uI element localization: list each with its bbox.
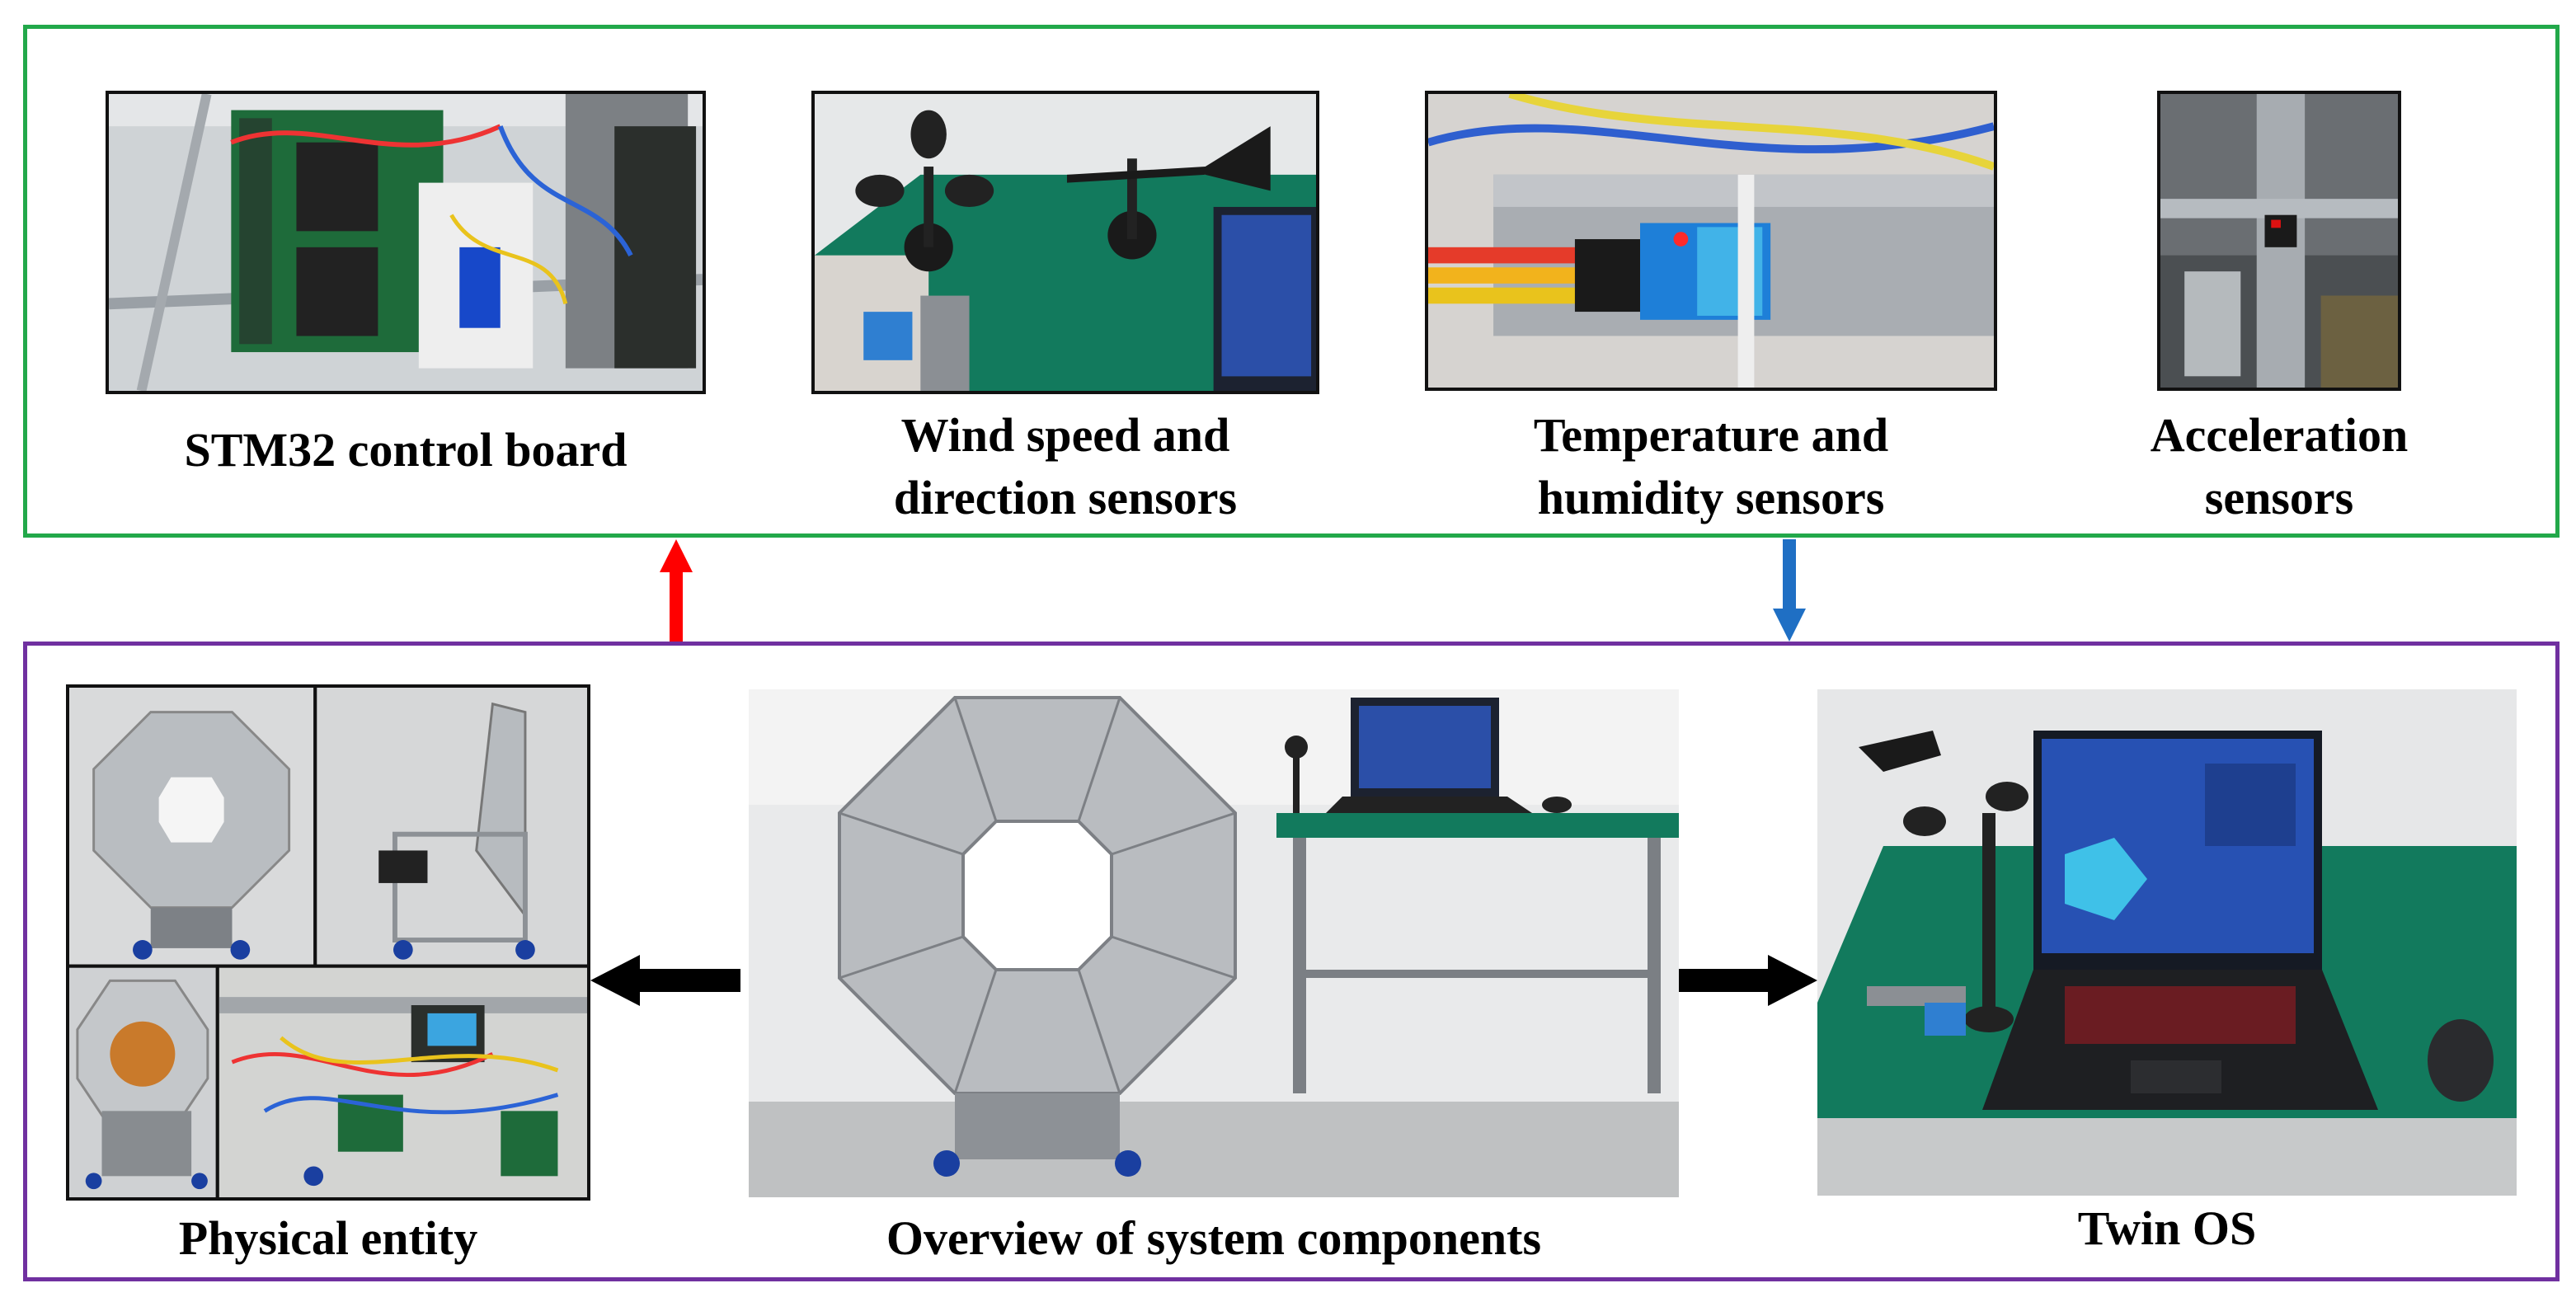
temp-caption-line1: Temperature and [1533, 408, 1889, 462]
arrow-right-icon [1679, 955, 1817, 1006]
physical-entity-collage [66, 684, 590, 1201]
wind-sensors-photo [811, 91, 1319, 394]
wind-sensors-caption: Wind speed and direction sensors [795, 404, 1336, 529]
wind-caption-line2: direction sensors [893, 471, 1238, 524]
twin-os-photo [1817, 689, 2517, 1196]
system-overview-frame [23, 642, 2560, 1281]
accel-caption-line2: sensors [2204, 471, 2354, 524]
physical-entity-caption: Physical entity [178, 1211, 478, 1265]
system-overview-photo [749, 689, 1679, 1197]
overview-caption: Overview of system components [886, 1211, 1542, 1265]
stm32-caption: STM32 control board [184, 423, 628, 477]
arrow-up-icon [660, 539, 693, 642]
temp-caption-line2: humidity sensors [1537, 471, 1885, 524]
accel-caption-line1: Acceleration [2150, 408, 2409, 462]
sensor-modules-frame [23, 25, 2560, 538]
arrow-down-icon [1773, 539, 1806, 642]
twin-os-caption: Twin OS [2077, 1201, 2257, 1255]
wind-caption-line1: Wind speed and [900, 408, 1230, 462]
acceleration-caption: Acceleration sensors [2108, 404, 2451, 529]
arrow-left-icon [590, 955, 740, 1006]
acceleration-sensors-photo [2157, 91, 2401, 391]
stm32-control-board-photo [106, 91, 706, 394]
temperature-humidity-sensors-photo [1425, 91, 1997, 391]
temperature-humidity-caption: Temperature and humidity sensors [1425, 404, 1997, 529]
